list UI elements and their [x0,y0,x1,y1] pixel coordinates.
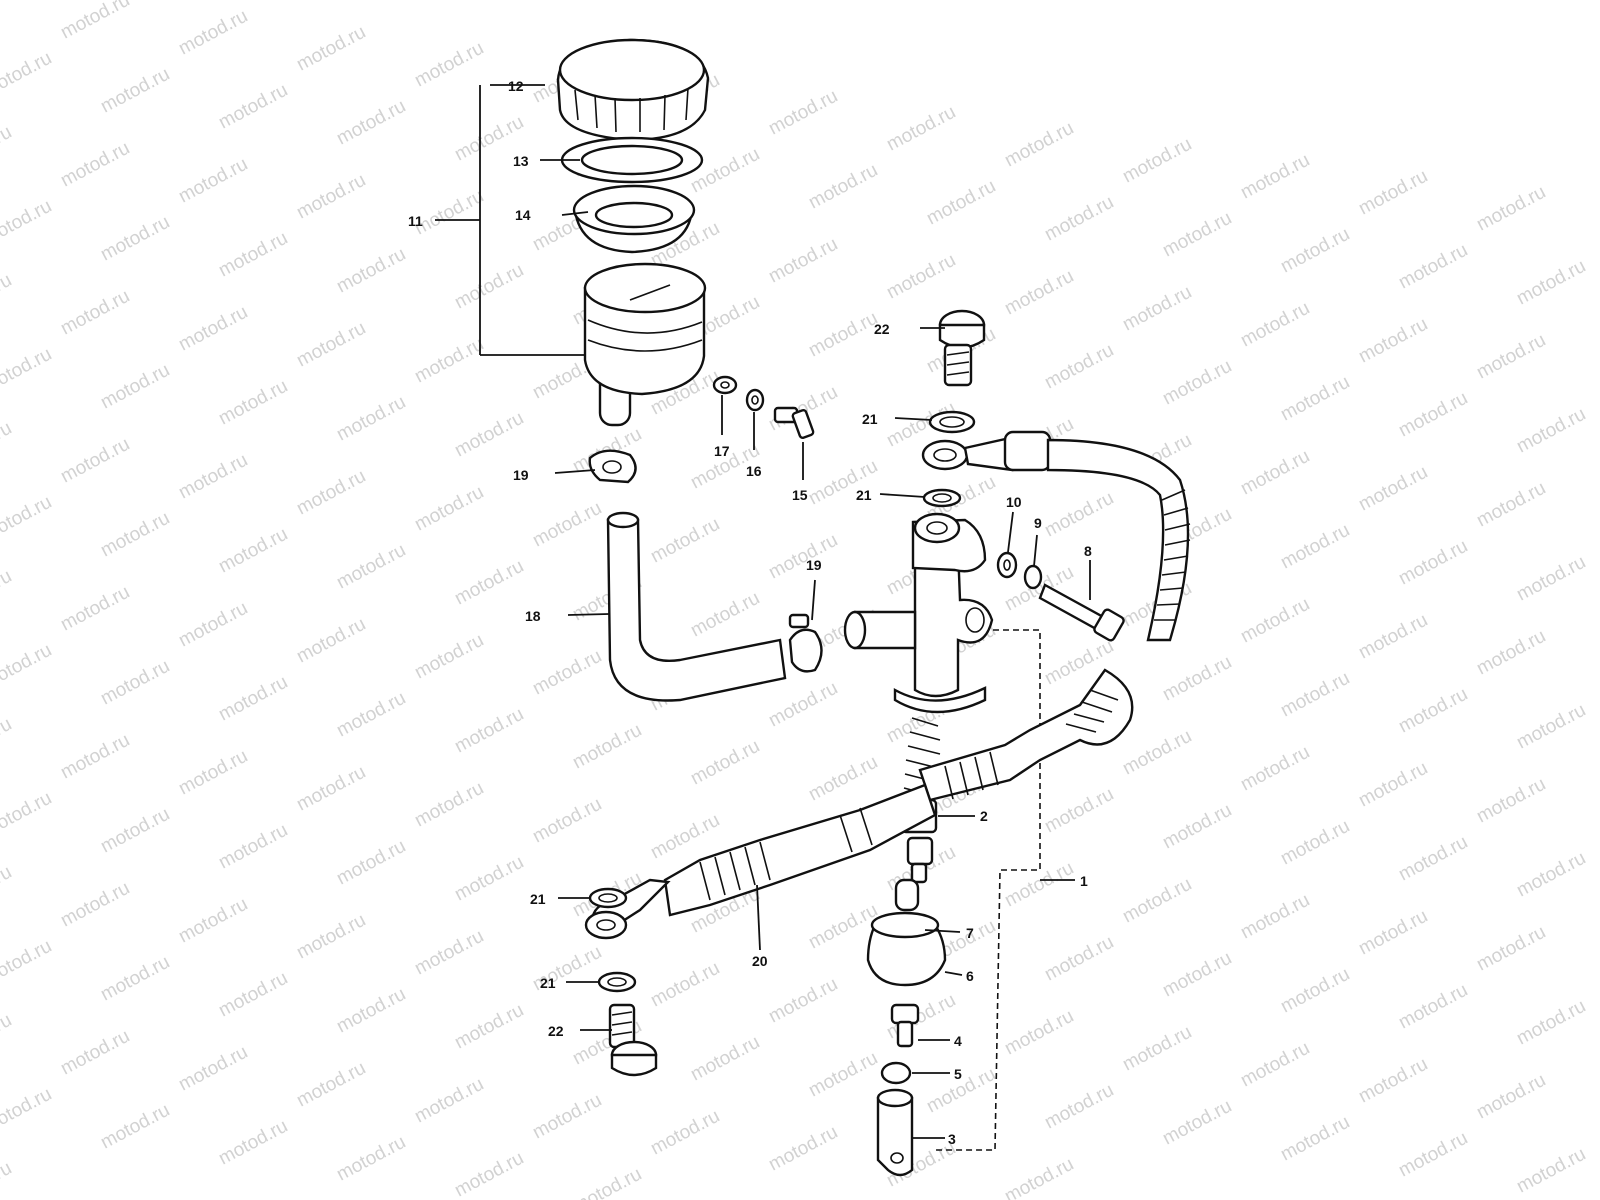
push-rod-boot [866,878,947,987]
callout-3: 3 [948,1131,956,1147]
callout-18: 18 [525,608,541,624]
callout-1: 1 [1080,873,1088,889]
callout-20: 20 [752,953,768,969]
callout-14: 14 [515,207,531,223]
callout-19-right: 19 [806,557,822,573]
callout-2: 2 [980,808,988,824]
callout-22-top: 22 [874,321,890,337]
callout-10: 10 [1006,494,1022,510]
reservoir-cap [556,38,710,142]
callout-15: 15 [792,487,808,503]
callout-17: 17 [714,443,730,459]
bracket-11 [435,84,585,356]
leader-lines [540,159,1091,1139]
callout-12: 12 [508,78,524,94]
brake-hose-upper [921,430,1191,642]
callout-21-a: 21 [862,411,878,427]
callout-16: 16 [746,463,762,479]
union-bolt-bottom [608,1003,658,1077]
callout-11: 11 [408,213,423,229]
push-rod [890,1003,920,1048]
callout-19-top: 19 [513,467,529,483]
washer-17 [712,375,738,395]
callout-8: 8 [1084,543,1092,559]
bracket-1 [935,629,1075,1151]
bolt-8 [1038,583,1125,642]
callout-22-bottom: 22 [548,1023,564,1039]
callout-21-d: 21 [540,975,556,991]
washer-21-b [922,488,962,508]
callout-5: 5 [954,1066,962,1082]
callout-21-b: 21 [856,487,872,503]
callout-9: 9 [1034,515,1042,531]
callout-7: 7 [966,925,974,941]
brake-hose-lower [584,668,1134,940]
reservoir-hose [606,511,787,702]
washer-21-c [588,887,628,909]
callout-6: 6 [966,968,974,984]
callouts: 12 13 14 11 17 16 15 19 18 19 22 21 21 1… [408,78,1092,1147]
callout-21-c: 21 [530,891,546,907]
washer-21-d [597,971,637,993]
diaphragm-plate [572,184,696,254]
washer-21-a [928,410,976,434]
clevis-3 [876,1088,914,1177]
locknut-5 [880,1061,912,1085]
hose-clip-right [788,613,823,673]
bolt-15 [773,406,815,439]
union-bolt-top [938,309,986,387]
hose-clip-top [588,449,637,484]
washer-10 [996,551,1018,579]
callout-4: 4 [954,1033,962,1049]
washer-16 [745,388,765,412]
master-cylinder-body [843,512,994,714]
reservoir-gasket [560,136,704,184]
washer-9 [1023,564,1043,590]
reservoir-body [583,262,707,427]
callout-13: 13 [513,153,529,169]
